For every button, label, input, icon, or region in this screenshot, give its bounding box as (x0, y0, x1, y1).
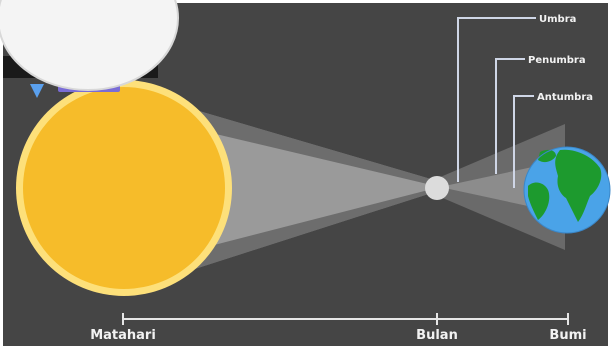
sun (23, 87, 225, 289)
earth (524, 147, 610, 233)
moon-scale-label: Bulan (416, 328, 458, 343)
antumbra-label: Antumbra (537, 92, 593, 103)
earth-scale-label: Bumi (549, 328, 586, 343)
sun-scale-label: Matahari (90, 328, 156, 343)
penumbra-label: Penumbra (528, 55, 586, 66)
umbra-label: Umbra (539, 14, 576, 25)
moon (425, 176, 449, 200)
